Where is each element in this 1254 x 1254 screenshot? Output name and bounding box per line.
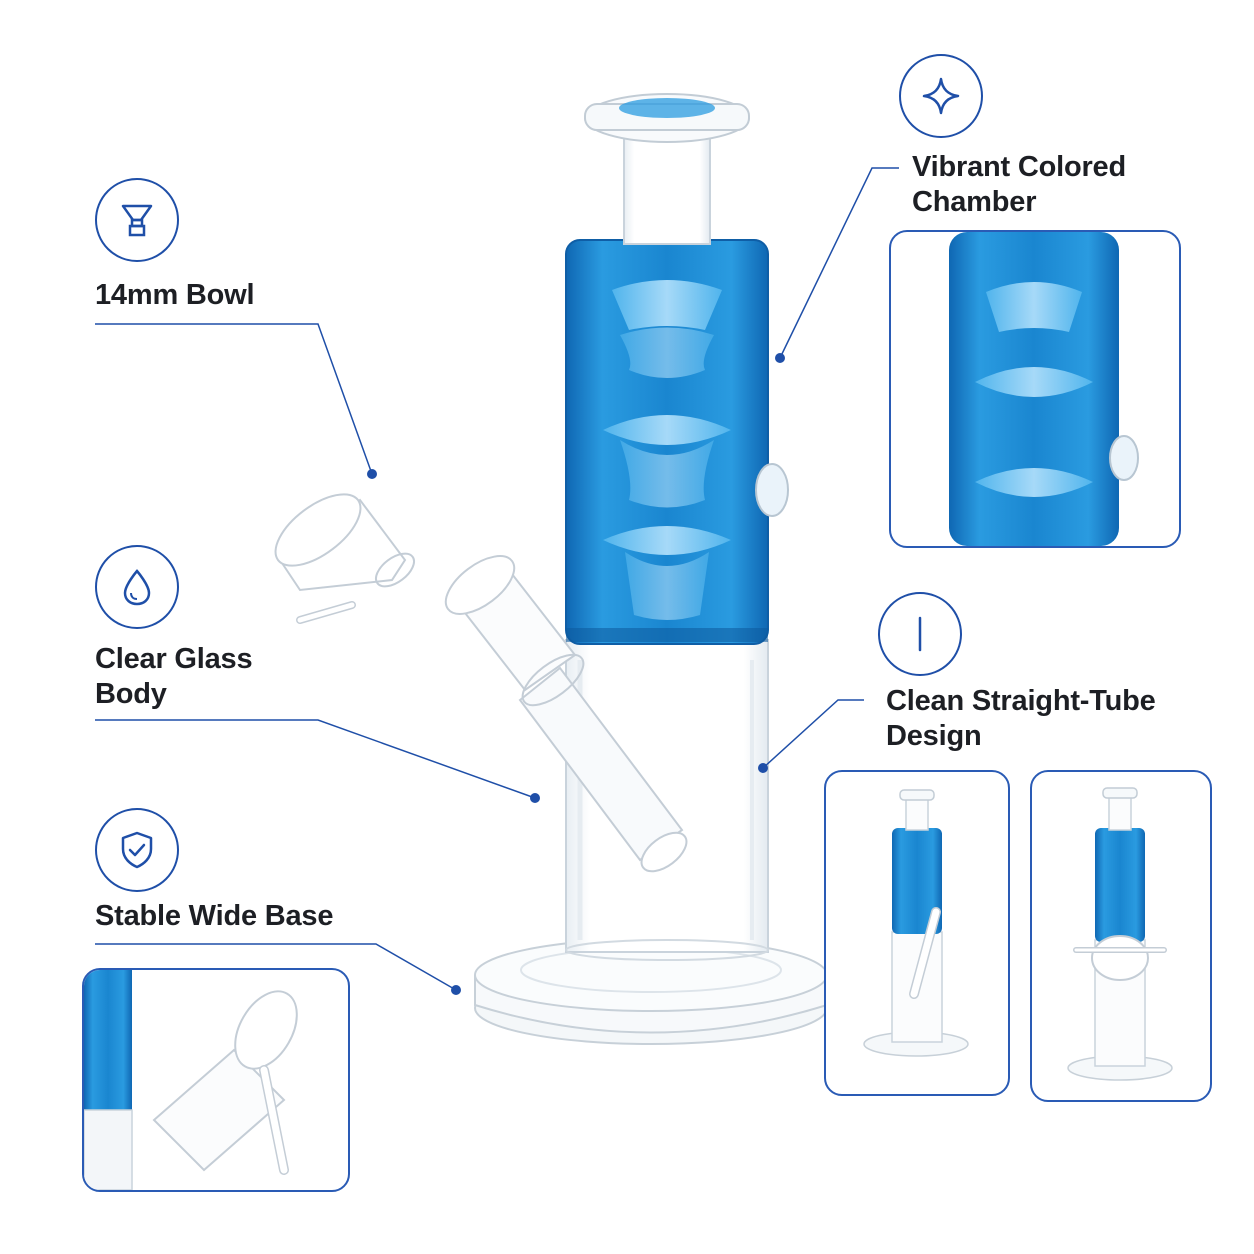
callout-dot-straight-tube xyxy=(758,763,768,773)
glass-neck xyxy=(584,93,750,245)
straight-tube-feature-label: Clean Straight-Tube Design xyxy=(886,685,1156,752)
front-view-inset xyxy=(824,770,1010,1096)
bowl-closeup-inset xyxy=(82,968,350,1192)
colored-chamber xyxy=(565,239,789,645)
callout-dot-bowl xyxy=(367,469,377,479)
bowl-feature-icon-badge xyxy=(95,178,179,262)
funnel-bowl-icon xyxy=(121,204,153,237)
bowl-closeup-photo xyxy=(84,970,298,1190)
callout-line-stable-base xyxy=(95,943,457,991)
callout-dot-colored-chamber xyxy=(775,353,785,363)
callout-dot-stable-base xyxy=(451,985,461,995)
callout-line-bowl xyxy=(95,323,373,475)
callout-line-straight-tube xyxy=(762,699,864,769)
straight-tube-feature-icon-badge xyxy=(878,592,962,676)
clear-glass-feature-icon-badge xyxy=(95,545,179,629)
sparkle-icon xyxy=(922,77,960,115)
callout-line-clear-glass xyxy=(95,719,536,799)
droplet-icon xyxy=(123,569,151,606)
stable-base-feature-label: Stable Wide Base xyxy=(95,900,334,932)
colored-chamber-feature-icon-badge xyxy=(899,54,983,138)
chamber-closeup-photo xyxy=(949,232,1139,546)
callout-line-colored-chamber xyxy=(779,167,899,359)
vertical-line-icon xyxy=(918,616,922,652)
callout-dot-clear-glass xyxy=(530,793,540,803)
clear-glass-feature-label: Clear Glass Body xyxy=(95,643,253,710)
bowl-feature-label: 14mm Bowl xyxy=(95,279,255,311)
stable-base-feature-icon-badge xyxy=(95,808,179,892)
side-view-photo xyxy=(1067,787,1173,1081)
downstem-and-bowl xyxy=(274,493,688,873)
colored-chamber-feature-label: Vibrant Colored Chamber xyxy=(912,151,1126,218)
shield-check-icon xyxy=(121,831,153,869)
front-view-photo xyxy=(863,789,969,1057)
side-view-inset xyxy=(1030,770,1212,1102)
chamber-closeup-inset xyxy=(889,230,1181,548)
